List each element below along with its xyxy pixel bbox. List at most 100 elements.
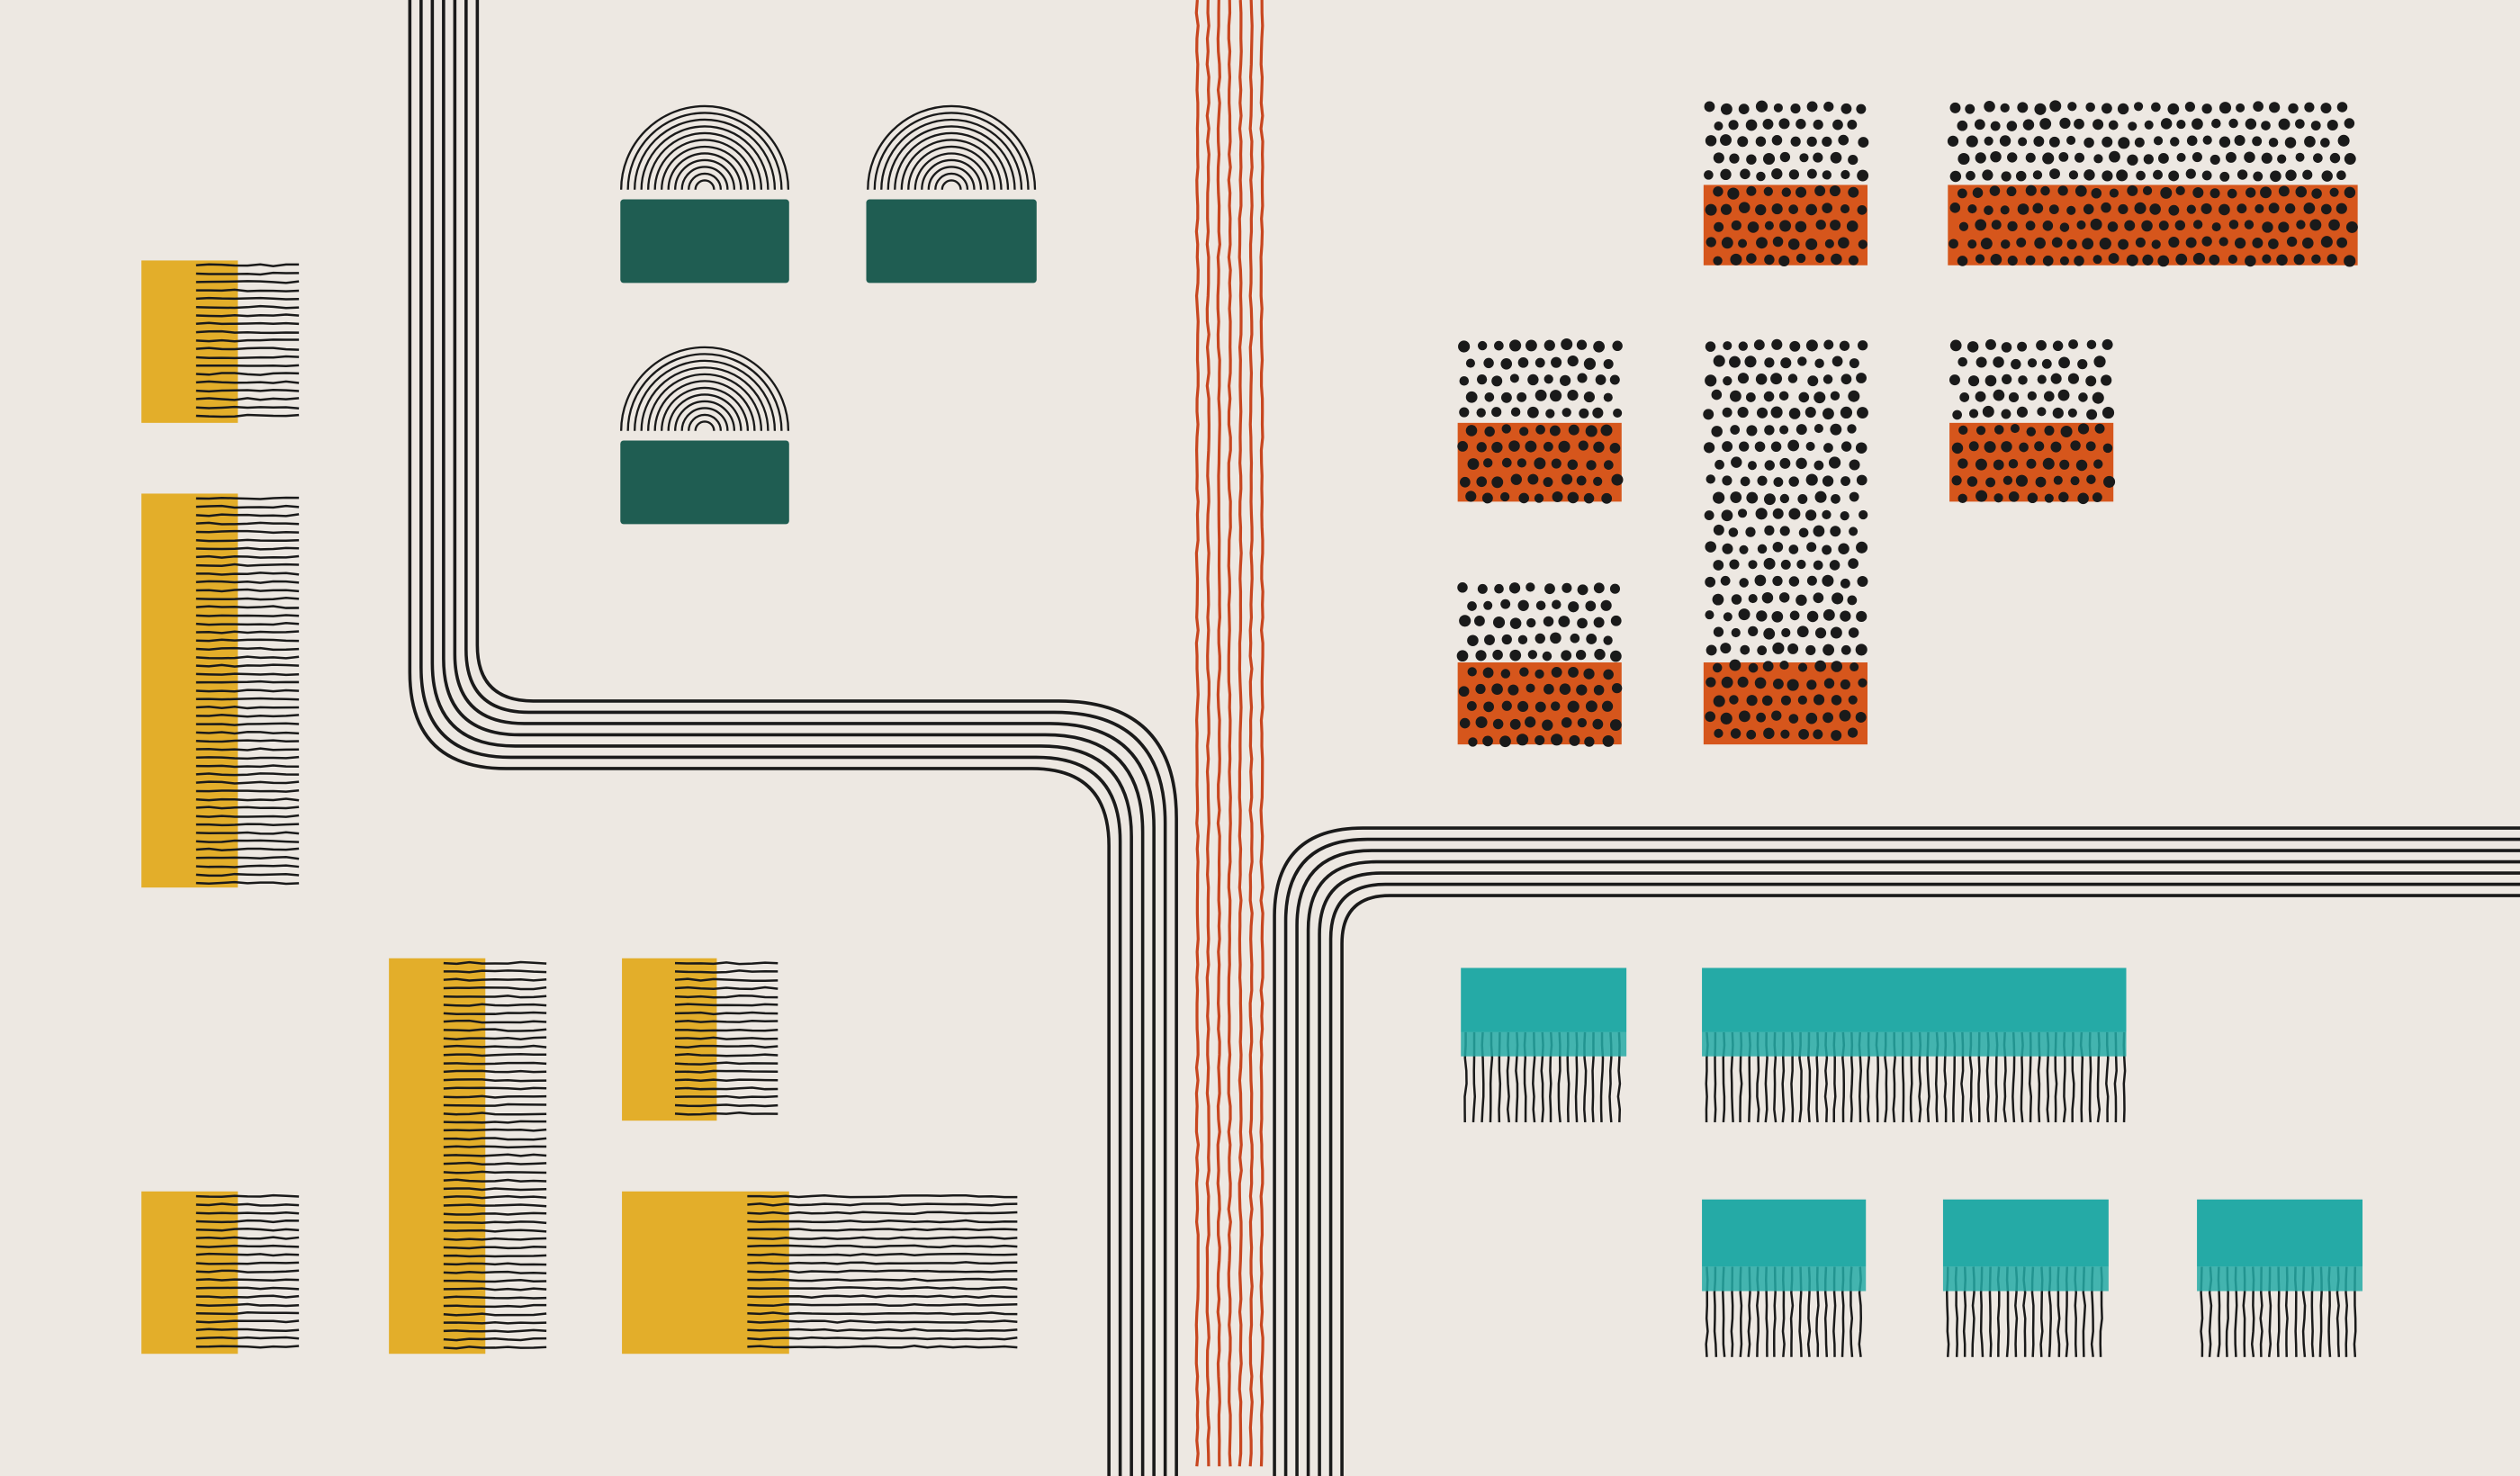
- yellow-fringe-block: [622, 958, 778, 1121]
- dot: [1611, 473, 1624, 486]
- dot: [1713, 152, 1724, 164]
- dot: [1770, 441, 1782, 453]
- dot: [1984, 100, 1995, 112]
- arch-line: [647, 131, 763, 190]
- yellow-fringe-block: [622, 1191, 1018, 1354]
- dot: [2293, 254, 2305, 266]
- dot: [1993, 459, 2004, 471]
- dot: [1790, 104, 1801, 114]
- dot: [2059, 459, 2070, 470]
- dot: [1516, 458, 1527, 468]
- fringe-line: [443, 1061, 547, 1066]
- dot: [2076, 220, 2086, 230]
- dot: [1967, 203, 1977, 214]
- dot: [1723, 376, 1732, 386]
- dot: [2192, 152, 2202, 163]
- dot: [1848, 255, 1858, 266]
- dot: [1787, 374, 1798, 383]
- fringe-line: [443, 1246, 547, 1250]
- dot: [2320, 236, 2333, 248]
- dot: [1509, 649, 1522, 662]
- fringe-line: [195, 263, 300, 267]
- dot: [1795, 220, 1807, 233]
- dot: [2040, 185, 2050, 196]
- dot: [1805, 644, 1816, 656]
- dot: [2210, 154, 2220, 165]
- dot: [1805, 473, 1818, 486]
- dot: [1482, 735, 1493, 747]
- dot: [2037, 407, 2047, 417]
- dot: [2236, 169, 2248, 180]
- fringe-line: [443, 1078, 547, 1083]
- dot: [1807, 375, 1819, 387]
- fringe-line: [195, 847, 300, 852]
- dotted-orange-block: [1947, 100, 2358, 267]
- dot: [2151, 102, 2161, 112]
- dot: [2320, 138, 2330, 148]
- dot: [2261, 121, 2271, 130]
- red-line: [1238, 0, 1243, 1467]
- dot: [1535, 425, 1545, 435]
- dot: [2102, 170, 2113, 182]
- dot: [1570, 633, 1580, 644]
- dot: [1476, 408, 1486, 418]
- dot: [1856, 373, 1867, 383]
- dot: [1475, 650, 1487, 662]
- dot: [2049, 100, 2062, 112]
- dot: [2074, 184, 2087, 197]
- dot: [1796, 457, 1807, 470]
- dot: [1500, 357, 1513, 370]
- dot: [1806, 610, 1819, 623]
- dot: [2008, 491, 2020, 502]
- dot: [1781, 187, 1792, 197]
- fringe-line: [674, 1003, 778, 1007]
- dot: [1822, 202, 1833, 214]
- dot: [1813, 560, 1823, 571]
- dot: [1824, 238, 1834, 248]
- fringe-line: [674, 1094, 778, 1099]
- dot: [2086, 409, 2098, 420]
- black-line-right-bundle: [1306, 860, 2520, 1476]
- fringe-line: [195, 814, 300, 818]
- dot: [2015, 474, 2029, 487]
- dot: [1476, 476, 1488, 488]
- dot: [2295, 119, 2305, 129]
- dot: [1838, 134, 1850, 146]
- dot: [1762, 661, 1774, 672]
- fringe-line: [747, 1261, 1018, 1265]
- dot: [1771, 202, 1783, 215]
- dot: [1822, 136, 1832, 148]
- dot: [1739, 578, 1749, 588]
- dot: [1544, 374, 1553, 384]
- dot: [2285, 169, 2297, 181]
- fringe-line: [443, 1153, 547, 1157]
- dot: [1857, 169, 1869, 182]
- dot: [1958, 152, 1970, 166]
- fringe-line: [747, 1219, 1018, 1224]
- dot: [1838, 543, 1850, 554]
- dot: [2320, 103, 2332, 114]
- dot: [1603, 635, 1613, 645]
- dot: [1839, 709, 1851, 722]
- dot: [2006, 186, 2017, 197]
- fringe-line: [195, 605, 300, 609]
- dot: [1534, 389, 1547, 401]
- dot: [1720, 643, 1732, 654]
- dot: [1517, 700, 1529, 713]
- dot: [1500, 669, 1511, 679]
- dot: [1798, 728, 1809, 740]
- dot: [2168, 236, 2180, 248]
- dot: [2001, 409, 2012, 419]
- dot: [1550, 701, 1561, 711]
- fringe-line: [195, 546, 300, 551]
- dot: [1714, 459, 1724, 470]
- dot: [1796, 119, 1806, 130]
- dot: [1984, 338, 1996, 350]
- dot: [2016, 406, 2029, 418]
- turquoise-patch: [1702, 968, 2127, 1032]
- fringe-line: [195, 1252, 300, 1257]
- dot: [1712, 593, 1724, 606]
- dot: [1544, 339, 1555, 351]
- dot: [1828, 456, 1841, 469]
- dot: [2167, 103, 2180, 115]
